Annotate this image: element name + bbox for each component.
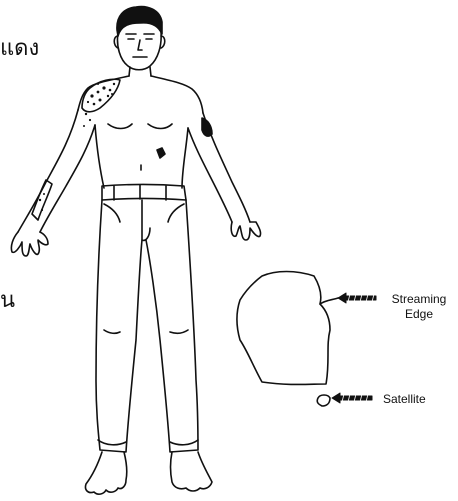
right-chest — [148, 124, 172, 129]
right-shoulder — [151, 76, 203, 113]
lesion-dots — [39, 83, 115, 211]
streaming-edge-label: Streaming Edge — [382, 292, 456, 322]
streaming-arrow — [338, 293, 376, 303]
left-foot — [85, 452, 126, 494]
lesion-inset — [237, 272, 376, 407]
satellite-lesion — [317, 395, 330, 406]
right-pocket — [168, 204, 184, 222]
left-chest — [108, 124, 132, 129]
right-arm-inner — [188, 128, 232, 222]
right-knee-fold — [170, 330, 188, 333]
right-hand — [231, 222, 260, 240]
right-arm-patch — [202, 118, 212, 136]
left-leg — [96, 200, 142, 452]
right-side — [182, 128, 188, 188]
fly — [142, 200, 150, 240]
right-leg — [146, 200, 198, 452]
streaming-label-line1: Streaming — [382, 292, 456, 307]
thai-text-middle: น — [0, 282, 15, 317]
face-outline — [117, 32, 161, 70]
satellite-label: Satellite — [383, 392, 426, 406]
torso-mark — [157, 148, 165, 158]
right-cuff — [170, 440, 198, 445]
head — [114, 7, 165, 70]
feet — [85, 452, 212, 494]
left-arm — [11, 79, 120, 256]
right-foot — [171, 452, 213, 491]
torso — [78, 67, 203, 188]
streaming-edge-line — [320, 298, 338, 304]
thai-text-top: แดง — [0, 30, 39, 65]
left-knee-fold — [104, 330, 120, 333]
lesion-outline — [237, 272, 330, 385]
satellite-arrow — [332, 393, 372, 403]
hair — [117, 7, 162, 36]
neck-right — [150, 67, 151, 76]
left-side — [95, 125, 104, 188]
pants — [96, 185, 198, 453]
neck-left — [129, 67, 130, 76]
left-arm-outer — [18, 110, 78, 232]
right-arm — [188, 113, 261, 240]
left-pocket — [104, 204, 120, 222]
streaming-label-line2: Edge — [382, 307, 456, 322]
belt-loops — [114, 185, 166, 200]
left-hand — [11, 232, 48, 256]
left-cuff — [98, 440, 126, 445]
nose — [138, 40, 142, 50]
